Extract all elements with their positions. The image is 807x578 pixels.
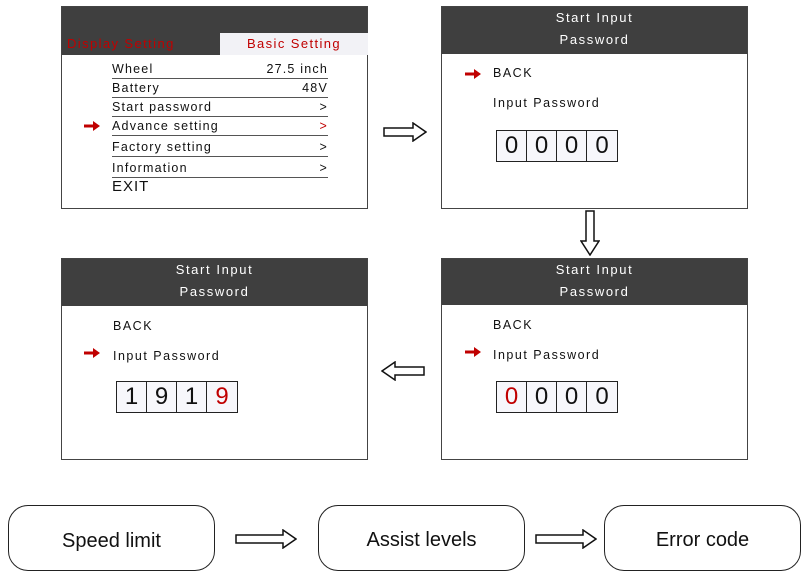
screen-header: Start Input Password bbox=[442, 259, 747, 305]
speed-limit-label: Speed limit bbox=[62, 530, 161, 552]
menu-row-value: > bbox=[319, 100, 328, 114]
menu-row-value: > bbox=[319, 119, 328, 133]
screen-top-bar bbox=[62, 7, 367, 33]
menu-row-factory-setting[interactable]: Factory setting > bbox=[112, 136, 328, 157]
selection-pointer-icon bbox=[465, 347, 481, 357]
header-title-line2: Password bbox=[179, 284, 250, 299]
password-digits[interactable]: 1 9 1 9 bbox=[116, 381, 238, 413]
password-digit-active[interactable]: 0 bbox=[497, 382, 527, 412]
arrow-right-icon bbox=[383, 122, 427, 142]
password-digits[interactable]: 0 0 0 0 bbox=[496, 130, 618, 162]
menu-row-wheel[interactable]: Wheel 27.5 inch bbox=[112, 58, 328, 79]
menu-row-value: 27.5 inch bbox=[266, 62, 328, 76]
selection-pointer-icon bbox=[84, 348, 100, 358]
error-code-label: Error code bbox=[655, 529, 750, 551]
menu-row-start-password[interactable]: Start password > bbox=[112, 96, 328, 117]
selection-pointer-icon bbox=[465, 69, 481, 79]
password-digit[interactable]: 0 bbox=[587, 382, 617, 412]
back-item[interactable]: BACK bbox=[113, 319, 154, 333]
password-digits[interactable]: 0 0 0 0 bbox=[496, 381, 618, 413]
password-digit[interactable]: 0 bbox=[497, 131, 527, 161]
tab-basic-setting-label: Basic Setting bbox=[246, 36, 342, 51]
tab-basic-setting[interactable]: Basic Setting bbox=[220, 33, 368, 55]
menu-row-battery[interactable]: Battery 48V bbox=[112, 77, 328, 98]
menu-row-label: Start password bbox=[112, 100, 213, 114]
password-digit[interactable]: 9 bbox=[147, 382, 177, 412]
menu-row-value: > bbox=[319, 140, 328, 154]
password-digit[interactable]: 1 bbox=[117, 382, 147, 412]
menu-row-information[interactable]: Information > bbox=[112, 157, 328, 178]
tab-display-setting-label: Display Setting bbox=[67, 36, 175, 51]
password-digit[interactable]: 1 bbox=[177, 382, 207, 412]
password-screen-back-selected: Start Input Password BACK Input Password… bbox=[441, 6, 748, 209]
menu-row-label: Advance setting bbox=[112, 119, 219, 133]
screen-header: Start Input Password bbox=[442, 7, 747, 54]
password-screen-input-selected: Start Input Password BACK Input Password… bbox=[441, 258, 748, 460]
selection-pointer-icon bbox=[84, 121, 100, 131]
back-item[interactable]: BACK bbox=[493, 66, 534, 80]
back-item[interactable]: BACK bbox=[493, 318, 534, 332]
header-title-line1: Start Input bbox=[555, 262, 634, 277]
arrow-right-icon bbox=[235, 529, 297, 549]
header-title-line1: Start Input bbox=[175, 262, 254, 277]
password-digit-active[interactable]: 9 bbox=[207, 382, 237, 412]
input-password-item[interactable]: Input Password bbox=[493, 348, 601, 362]
speed-limit-box[interactable]: Speed limit bbox=[8, 505, 215, 571]
error-code-box[interactable]: Error code bbox=[604, 505, 801, 571]
password-digit[interactable]: 0 bbox=[527, 382, 557, 412]
menu-row-label: Information bbox=[112, 161, 188, 175]
password-digit[interactable]: 0 bbox=[587, 131, 617, 161]
header-title-line2: Password bbox=[559, 32, 630, 47]
menu-row-label: Factory setting bbox=[112, 140, 212, 154]
basic-setting-screen: Display Setting Basic Setting Wheel 27.5… bbox=[61, 6, 368, 209]
tab-display-setting[interactable]: Display Setting bbox=[62, 33, 220, 55]
exit-item[interactable]: EXIT bbox=[112, 178, 149, 195]
arrow-down-icon bbox=[580, 210, 600, 256]
assist-levels-label: Assist levels bbox=[366, 529, 477, 551]
menu-row-advance-setting[interactable]: Advance setting > bbox=[112, 115, 328, 136]
assist-levels-box[interactable]: Assist levels bbox=[318, 505, 525, 571]
arrow-left-icon bbox=[381, 361, 425, 381]
menu-row-value: > bbox=[319, 161, 328, 175]
arrow-right-icon bbox=[535, 529, 597, 549]
menu-row-label: Battery bbox=[112, 81, 160, 95]
password-digit[interactable]: 0 bbox=[557, 131, 587, 161]
password-screen-entered: Start Input Password BACK Input Password… bbox=[61, 258, 368, 460]
screen-header: Start Input Password bbox=[62, 259, 367, 306]
menu-row-label: Wheel bbox=[112, 62, 154, 76]
input-password-item[interactable]: Input Password bbox=[493, 96, 601, 110]
header-title-line1: Start Input bbox=[555, 10, 634, 25]
exit-label: EXIT bbox=[112, 178, 150, 195]
input-password-item[interactable]: Input Password bbox=[113, 349, 221, 363]
password-digit[interactable]: 0 bbox=[527, 131, 557, 161]
menu-row-value: 48V bbox=[302, 81, 328, 95]
header-title-line2: Password bbox=[559, 284, 630, 299]
password-digit[interactable]: 0 bbox=[557, 382, 587, 412]
